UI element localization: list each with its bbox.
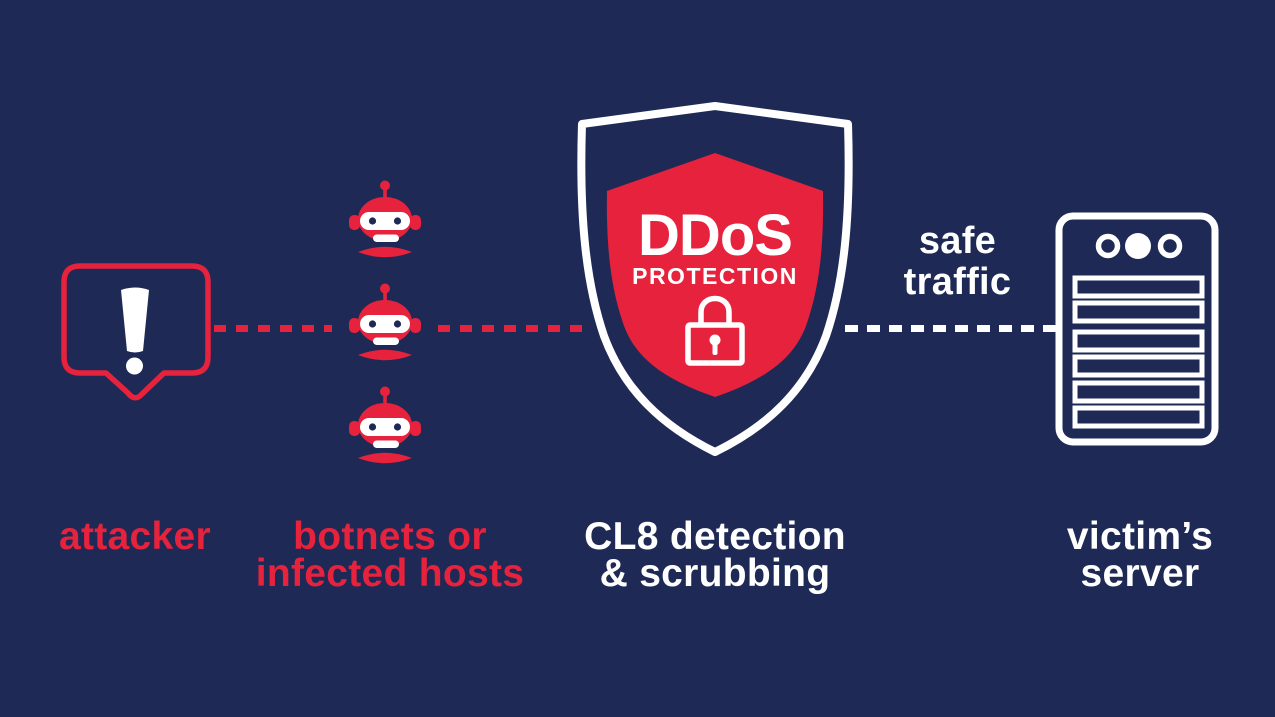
victim-label: victim’s server xyxy=(1030,515,1250,595)
botnets-label: botnets or infected hosts xyxy=(245,515,535,595)
shield-subtitle: PROTECTION xyxy=(632,263,798,289)
warning-speech-bubble-icon xyxy=(58,262,214,404)
victim-label-line1: victim’s xyxy=(1066,515,1214,558)
botnets-label-line1: botnets or xyxy=(293,515,487,558)
server-icon xyxy=(1050,208,1222,448)
botnets-label-line2: infected hosts xyxy=(255,552,525,595)
victim-label-line2: server xyxy=(1080,552,1200,595)
attack-traffic-line-segment-1 xyxy=(214,325,332,332)
attack-traffic-line-segment-2 xyxy=(438,325,592,332)
protection-label-line2: & scrubbing xyxy=(599,552,831,595)
attacker-label: attacker xyxy=(58,515,211,558)
safe-traffic-line xyxy=(845,325,1057,332)
shield-title: DDoS xyxy=(638,203,792,268)
safe-traffic-label-line2: traffic xyxy=(903,261,1012,303)
safe-traffic-label-line1: safe xyxy=(918,220,997,262)
robot-icon xyxy=(347,385,423,469)
robot-icon xyxy=(347,282,423,366)
robot-icon xyxy=(347,179,423,263)
protection-label-line1: CL8 detection xyxy=(584,515,846,558)
lock-icon xyxy=(685,295,745,366)
protection-label: CL8 detection & scrubbing xyxy=(555,515,875,595)
safe-traffic-label: safe traffic xyxy=(880,221,1035,303)
shield-lock-icon: DDoS PROTECTION xyxy=(568,98,862,462)
